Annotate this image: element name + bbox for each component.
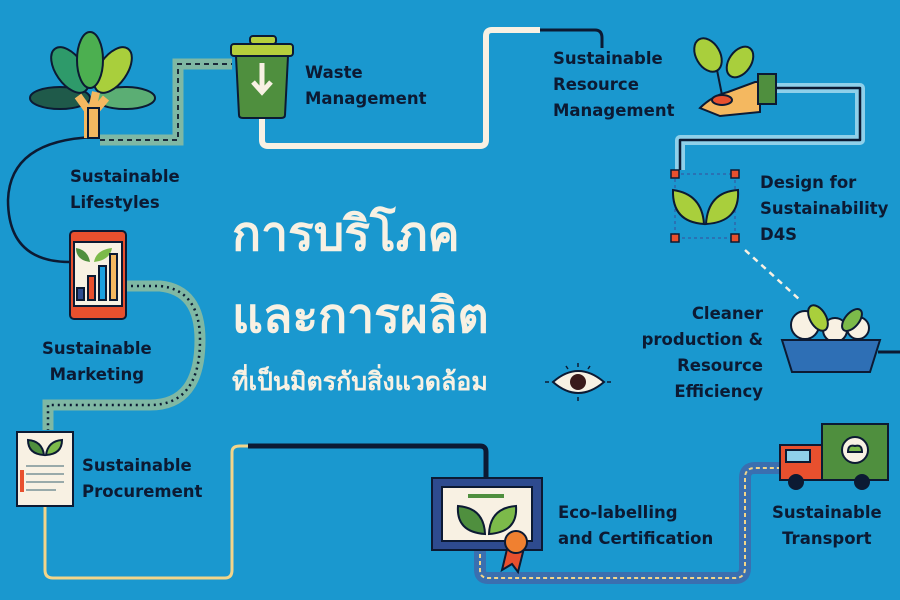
phone-chart-icon <box>69 230 127 320</box>
tree-hand-icon <box>29 31 156 139</box>
hand-sprout-icon <box>693 37 777 118</box>
eye-icon <box>545 363 611 401</box>
certificate-icon <box>431 477 543 575</box>
trash-bin-icon <box>230 35 294 119</box>
leaf-selection-icon <box>670 169 740 243</box>
label-sustainable-marketing: Sustainable Marketing <box>42 339 152 384</box>
document-icon <box>16 431 74 507</box>
label-waste-management: Waste Management <box>305 63 427 108</box>
title-line-1: การบริโภค <box>232 206 460 262</box>
title-line-3: ที่เป็นมิตรกับสิ่งแวดล้อม <box>232 367 488 396</box>
label-eco-labelling: Eco-labelling and Certification <box>558 503 714 548</box>
title-line-2: และการผลิต <box>232 288 489 344</box>
label-sustainable-resource-management: Sustainable Resource Management <box>553 49 675 120</box>
label-sustainable-lifestyles: Sustainable Lifestyles <box>70 167 180 212</box>
bowl-icon <box>780 304 882 373</box>
label-sustainable-procurement: Sustainable Procurement <box>82 456 203 501</box>
label-design-for-sustainability: Design for Sustainability D4S <box>760 173 889 244</box>
truck-icon <box>779 423 889 490</box>
label-cleaner-production: Cleaner production & Resource Efficiency <box>641 304 763 401</box>
label-sustainable-transport: Sustainable Transport <box>772 503 882 548</box>
